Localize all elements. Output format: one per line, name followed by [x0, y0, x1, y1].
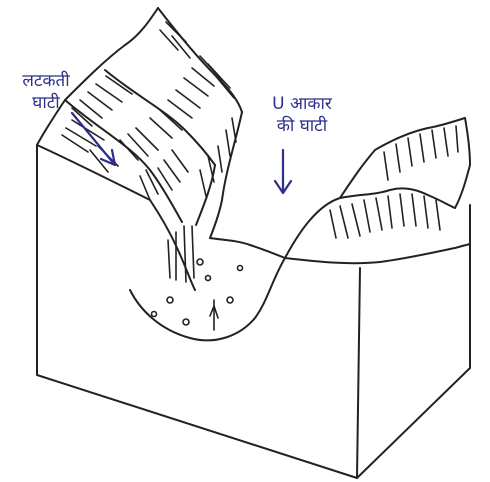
hanging-valley-label-line1: लटकती [6, 70, 86, 92]
hanging-valley-label: लटकती घाटी [6, 70, 86, 114]
left-ridges [37, 8, 242, 290]
hanging-valley-arrow [72, 113, 115, 165]
block-outline [37, 145, 470, 478]
left-slope-hatching [62, 22, 236, 200]
hanging-valley-label-line2: घाटी [6, 92, 86, 114]
right-ridge [285, 118, 470, 263]
u-valley-label: U आकार की घाटी [252, 93, 352, 137]
u-valley-arrow [275, 150, 291, 193]
u-valley-label-line1: U आकार [252, 93, 352, 115]
u-valley-label-line2: की घाटी [252, 115, 352, 137]
u-valley-floor [130, 238, 285, 340]
waterfall-streaks [168, 226, 194, 282]
